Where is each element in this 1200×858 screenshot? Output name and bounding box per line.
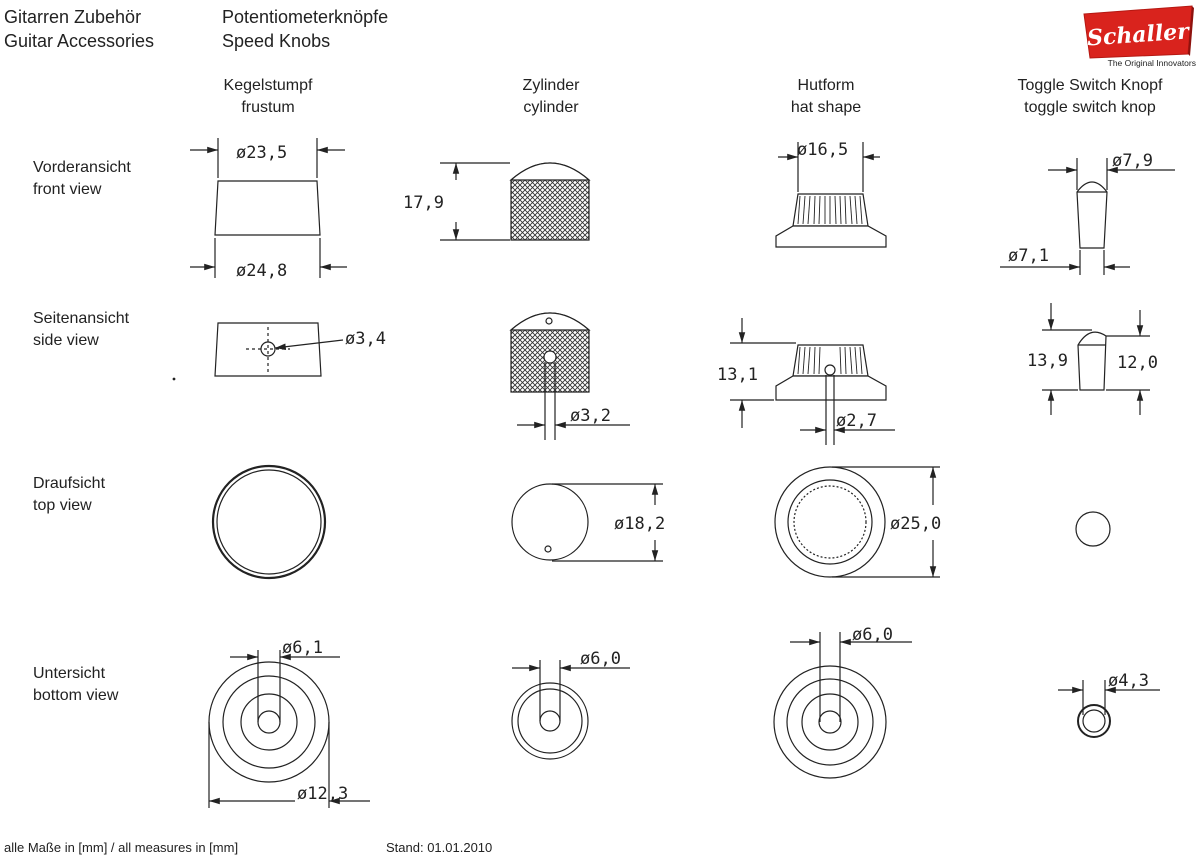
schaller-logo: Schaller The Original Innovators: [1083, 5, 1196, 68]
column-cylinder-de: Zylinder: [522, 77, 580, 94]
toggle-bottom-view: [1058, 680, 1160, 738]
product-title: Potentiometerknöpfe Speed Knobs: [222, 5, 388, 53]
toggle-front-view: [1000, 158, 1175, 275]
dim-cylinder-screw: ø3,2: [570, 406, 611, 426]
row-bottom-de: Untersicht: [33, 665, 106, 682]
product-de: Potentiometerknöpfe: [222, 7, 389, 27]
date-note: Stand: 01.01.2010: [386, 840, 493, 855]
row-side-de: Seitenansicht: [33, 310, 130, 327]
column-hat-en: hat shape: [790, 99, 862, 116]
row-top-en: top view: [33, 497, 92, 514]
column-toggle-en: toggle switch knop: [1024, 99, 1156, 116]
row-side-en: side view: [33, 332, 99, 349]
hat-top-view: [774, 466, 940, 578]
hat-side-view: [730, 318, 895, 445]
column-cylinder: Zylinder cylinder: [441, 75, 661, 119]
frustum-top-view: [211, 464, 327, 580]
toggle-side-view: [1042, 303, 1150, 415]
dim-cylinder-bore: ø6,0: [580, 649, 621, 669]
dim-toggle-bore: ø4,3: [1108, 671, 1149, 691]
cylinder-front-view: [440, 162, 591, 241]
hat-front-view: [775, 142, 887, 248]
dim-cylinder-height: 17,9: [403, 193, 444, 213]
frustum-bottom-view: [208, 650, 370, 808]
row-front-en: front view: [33, 181, 102, 198]
row-bottom-view: Untersicht bottom view: [33, 663, 118, 707]
row-top-de: Draufsicht: [33, 475, 106, 492]
dim-toggle-height-left: 13,9: [1027, 351, 1068, 371]
column-frustum-de: Kegelstumpf: [223, 77, 313, 94]
units-note: alle Maße in [mm] / all measures in [mm]: [4, 840, 239, 855]
dim-hat-screw: ø2,7: [836, 411, 877, 431]
row-front-view: Vorderansicht front view: [33, 157, 131, 201]
hat-bottom-view: [773, 632, 912, 779]
row-front-de: Vorderansicht: [33, 159, 131, 176]
row-side-view: Seitenansicht side view: [33, 308, 129, 352]
dim-frustum-top: ø23,5: [236, 143, 287, 163]
category-de: Gitarren Zubehör: [4, 7, 142, 27]
dim-toggle-height-right: 12,0: [1117, 353, 1158, 373]
category-title: Gitarren Zubehör Guitar Accessories: [4, 5, 154, 53]
cylinder-bottom-view: [511, 660, 630, 760]
dim-toggle-bottom: ø7,1: [1008, 246, 1049, 266]
dim-hat-top: ø16,5: [797, 140, 848, 160]
dim-frustum-bore: ø6,1: [282, 638, 323, 658]
dim-hat-bore: ø6,0: [852, 625, 893, 645]
column-toggle: Toggle Switch Knopf toggle switch knop: [980, 75, 1200, 119]
dim-cylinder-diameter: ø18,2: [614, 514, 665, 534]
dim-hat-diameter: ø25,0: [890, 514, 941, 534]
category-en: Guitar Accessories: [4, 31, 155, 51]
dim-hat-height: 13,1: [717, 365, 758, 385]
frustum-front-view: [190, 138, 347, 278]
frustum-side-view: [172, 322, 344, 381]
dim-frustum-outer: ø12,3: [297, 784, 348, 804]
logo-tagline: The Original Innovators: [1108, 58, 1196, 68]
row-bottom-en: bottom view: [33, 687, 119, 704]
column-toggle-de: Toggle Switch Knopf: [1017, 77, 1163, 94]
product-en: Speed Knobs: [222, 31, 331, 51]
column-cylinder-en: cylinder: [523, 99, 579, 116]
dim-frustum-bottom: ø24,8: [236, 261, 287, 281]
toggle-top-view: [1075, 511, 1111, 547]
row-top-view: Draufsicht top view: [33, 473, 105, 517]
dim-toggle-top: ø7,9: [1112, 151, 1153, 171]
column-frustum: Kegelstumpf frustum: [158, 75, 378, 119]
column-frustum-en: frustum: [241, 99, 295, 116]
dim-frustum-hole: ø3,4: [345, 329, 386, 349]
cylinder-top-view: [511, 483, 663, 562]
cylinder-side-view: [509, 312, 630, 440]
column-hat-shape: Hutform hat shape: [716, 75, 936, 119]
column-hat-de: Hutform: [797, 77, 855, 94]
